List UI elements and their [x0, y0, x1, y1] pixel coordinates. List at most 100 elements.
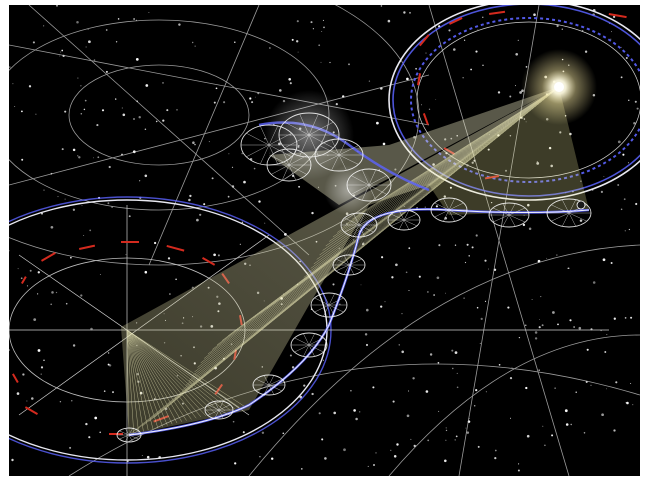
- star: [534, 331, 538, 334]
- star: [203, 203, 206, 206]
- star: [192, 41, 194, 44]
- star: [611, 31, 612, 33]
- star: [436, 276, 440, 280]
- star: [445, 427, 447, 429]
- star: [524, 324, 527, 327]
- star: [515, 52, 519, 56]
- star: [398, 344, 400, 346]
- star: [112, 391, 114, 394]
- celestial-grid: [9, 5, 640, 476]
- star: [88, 436, 91, 439]
- star: [408, 247, 411, 250]
- star: [138, 116, 141, 119]
- star: [454, 244, 457, 246]
- beam-line: [126, 329, 183, 422]
- star: [408, 390, 410, 392]
- epicycle-spoke: [308, 337, 324, 346]
- star: [415, 67, 417, 70]
- beam-line: [322, 86, 560, 251]
- star: [289, 82, 292, 85]
- beam-line: [126, 329, 211, 415]
- star: [96, 124, 99, 127]
- star: [76, 20, 79, 24]
- star: [217, 254, 220, 257]
- star: [77, 155, 79, 157]
- epicycle-spoke: [434, 209, 450, 218]
- star: [261, 431, 265, 434]
- star: [99, 431, 101, 434]
- epicycle-spoke: [448, 209, 464, 218]
- image-frame: [9, 5, 640, 476]
- epicycle-spoke: [391, 219, 405, 227]
- beam-line: [126, 329, 192, 420]
- star: [435, 205, 439, 208]
- star: [231, 166, 234, 168]
- star: [556, 254, 558, 256]
- star: [37, 271, 40, 274]
- beam-line: [126, 329, 206, 416]
- star: [396, 443, 399, 446]
- star: [29, 269, 32, 272]
- star: [353, 409, 356, 412]
- star: [51, 291, 54, 294]
- epicycle-spoke: [128, 428, 133, 436]
- beam-line: [126, 329, 202, 418]
- star: [466, 431, 470, 434]
- star: [169, 293, 171, 295]
- beam-line: [191, 86, 560, 377]
- epicycle-spoke: [508, 207, 526, 216]
- star: [298, 185, 301, 188]
- star: [296, 20, 299, 23]
- star: [409, 11, 411, 14]
- star: [348, 63, 350, 66]
- star: [424, 206, 426, 208]
- star: [296, 40, 299, 43]
- beam-line: [126, 329, 154, 430]
- star: [445, 439, 447, 441]
- epicycle-spoke: [207, 409, 220, 416]
- star: [166, 109, 169, 112]
- epicycle-spoke: [434, 202, 450, 211]
- epicycle-spoke: [568, 212, 587, 222]
- upper-right-orbit: [388, 5, 640, 201]
- beam-line: [126, 329, 226, 412]
- epicycle-spoke: [568, 199, 576, 214]
- star: [85, 46, 87, 48]
- star: [343, 448, 346, 452]
- epicycle-spoke: [256, 378, 270, 386]
- star: [380, 305, 383, 308]
- star: [43, 25, 45, 27]
- epicycle-spoke: [128, 430, 139, 436]
- star: [318, 44, 321, 47]
- epicycle-spoke: [358, 217, 374, 226]
- star: [65, 302, 68, 305]
- beam-line: [126, 329, 130, 436]
- star: [208, 141, 210, 143]
- epicycle-spoke: [348, 255, 355, 266]
- epicycle-spoke: [218, 409, 224, 419]
- star: [115, 98, 117, 100]
- star: [475, 50, 478, 53]
- star: [410, 438, 412, 440]
- star: [57, 196, 59, 198]
- star: [375, 452, 377, 454]
- star: [526, 434, 530, 438]
- star: [155, 120, 158, 123]
- star: [55, 291, 58, 294]
- epicycle-spoke: [448, 209, 455, 222]
- epicycle-spoke: [303, 333, 310, 346]
- star: [259, 455, 261, 458]
- star: [620, 76, 623, 79]
- star: [72, 208, 76, 211]
- star: [84, 99, 87, 102]
- epicycle-spoke: [391, 213, 405, 221]
- star: [359, 411, 361, 413]
- beam-line: [310, 86, 560, 269]
- star: [517, 469, 520, 472]
- star: [613, 429, 616, 432]
- star: [592, 281, 596, 284]
- star: [408, 290, 410, 291]
- epicycle-spoke: [502, 214, 510, 227]
- star: [622, 153, 625, 156]
- epicycle-spoke: [119, 430, 130, 436]
